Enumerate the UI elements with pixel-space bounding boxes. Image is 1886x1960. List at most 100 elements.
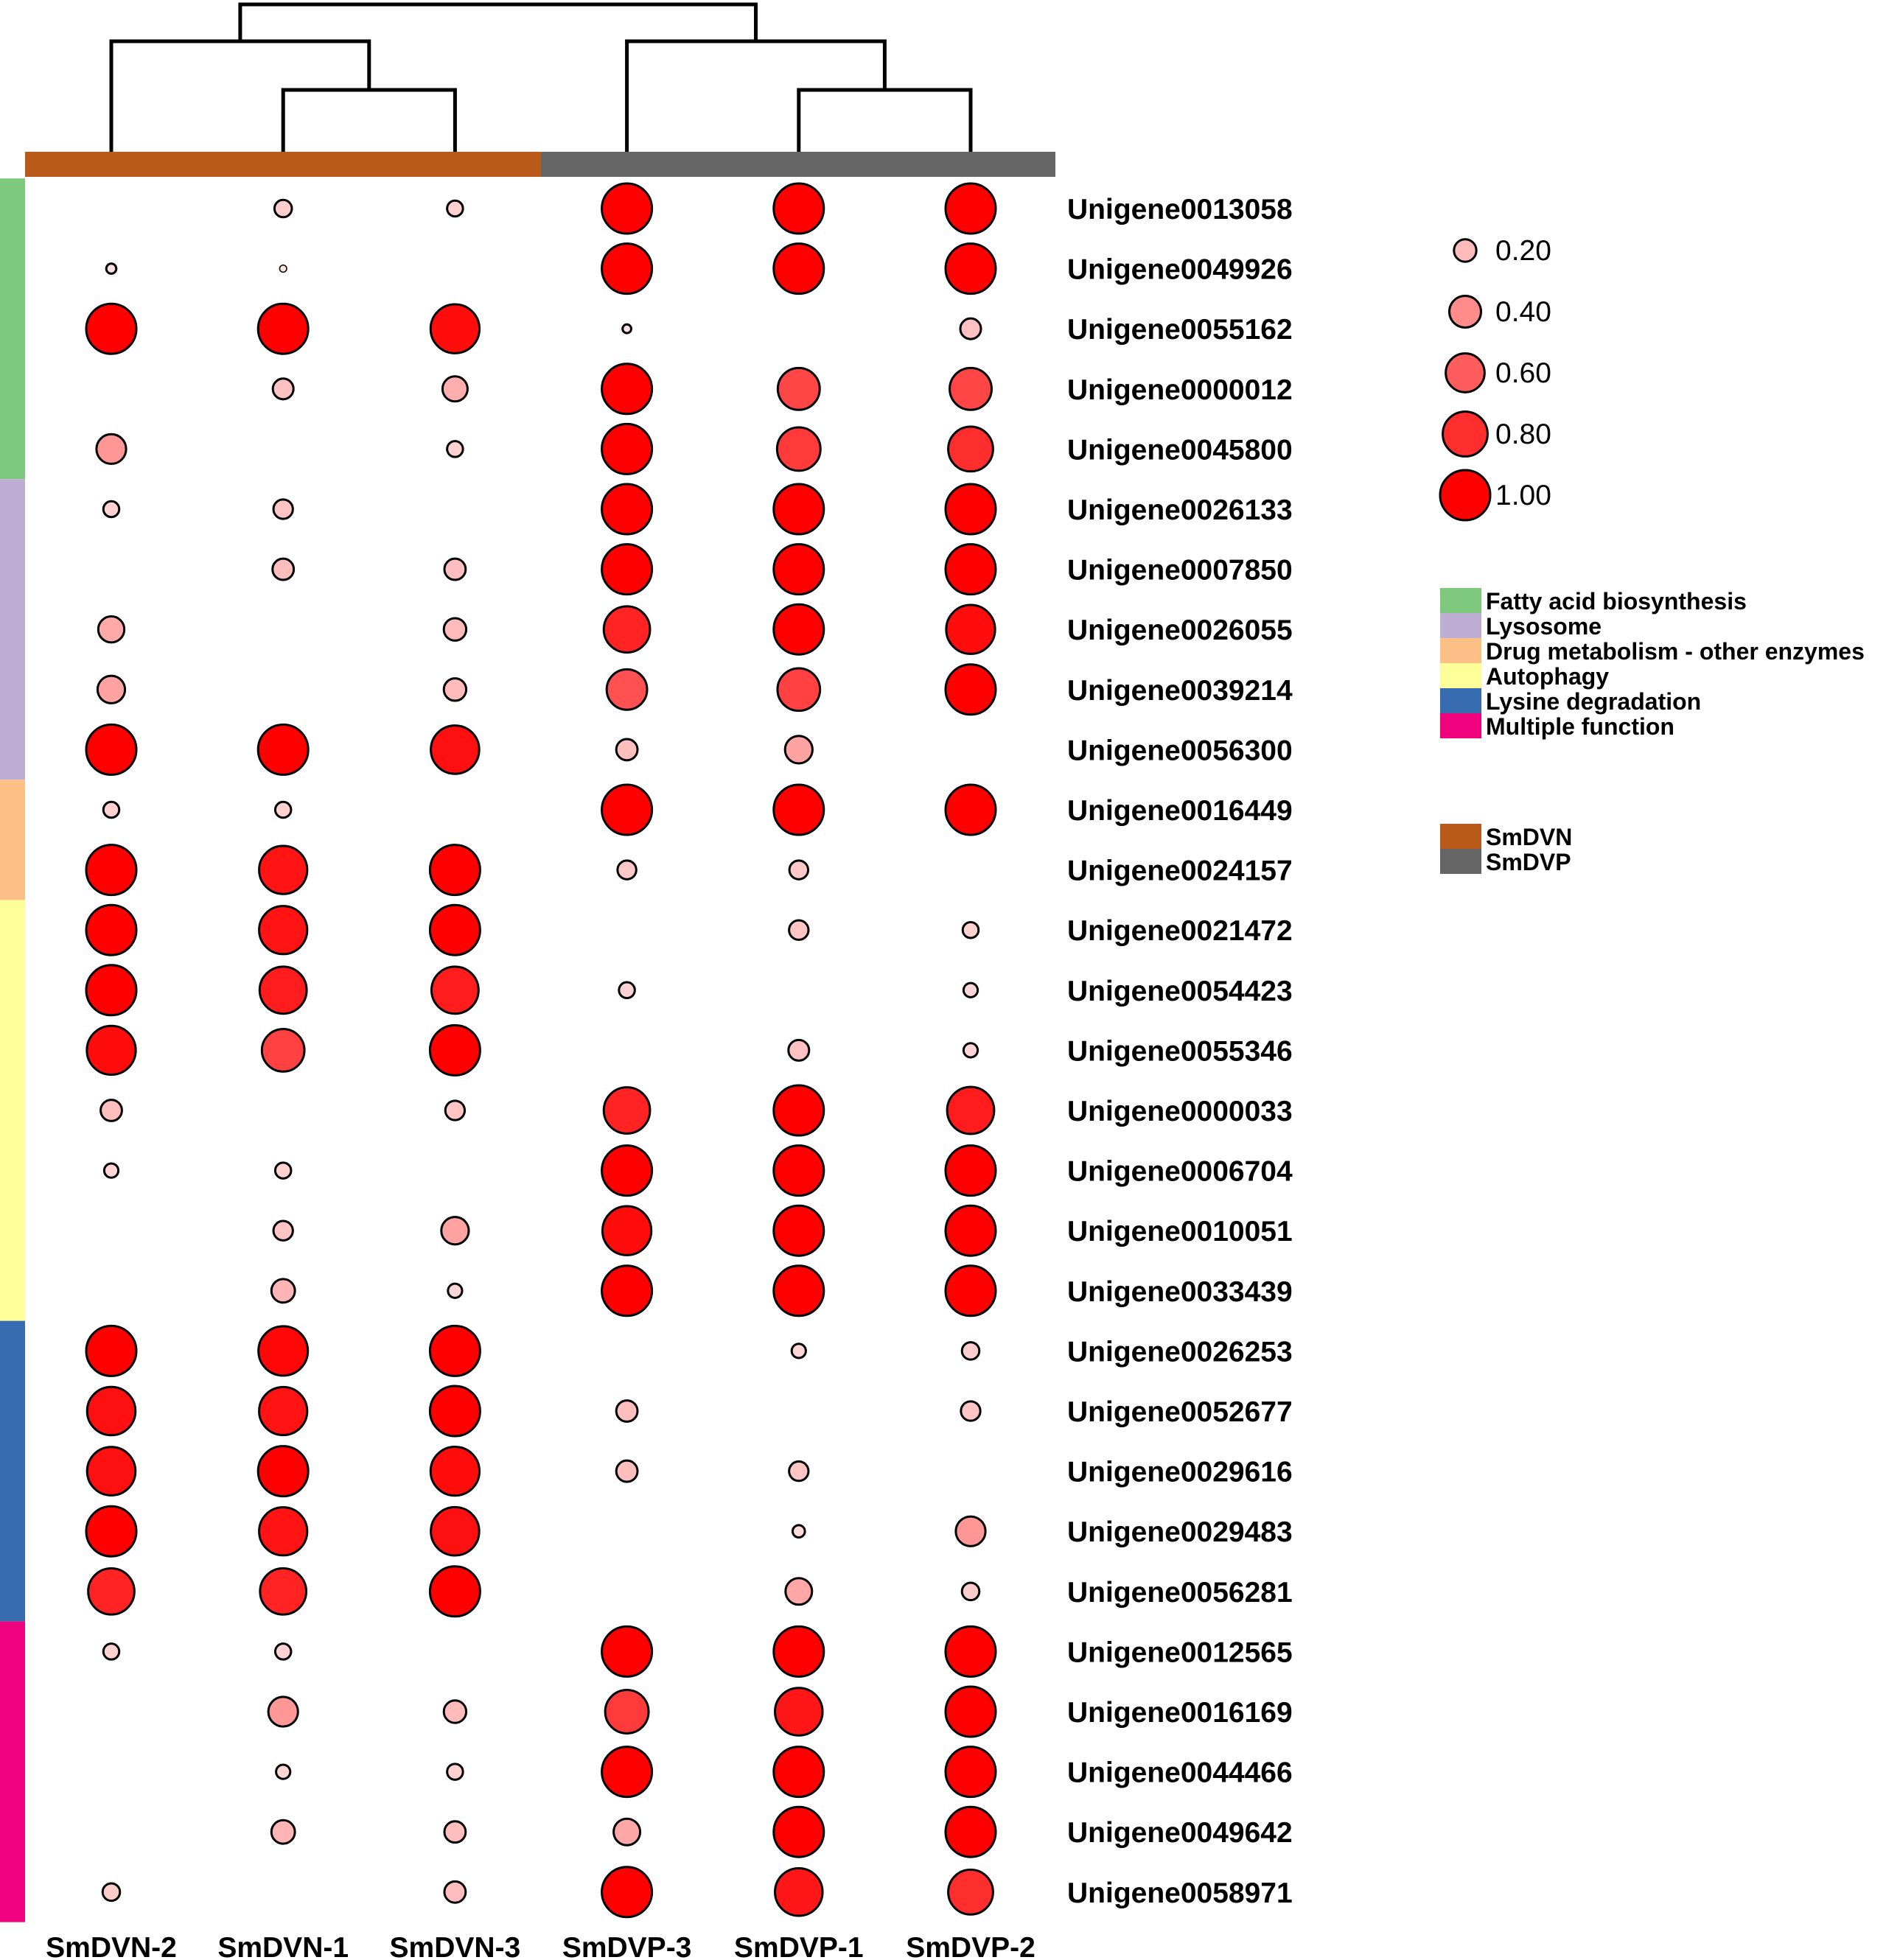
row-label: Unigene0055346 bbox=[1067, 1035, 1293, 1067]
bubble bbox=[615, 738, 639, 762]
bubble bbox=[774, 1867, 824, 1917]
bubble bbox=[944, 1264, 997, 1317]
row-label: Unigene0054423 bbox=[1067, 976, 1293, 1007]
column-group-label: SmDVN bbox=[1486, 824, 1572, 850]
bubble bbox=[962, 1042, 979, 1059]
column-group-swatch bbox=[1440, 824, 1481, 849]
bubble bbox=[273, 1161, 293, 1180]
bubble bbox=[442, 677, 468, 702]
bubble bbox=[428, 1565, 481, 1618]
bubble bbox=[787, 1038, 811, 1062]
row-label: Unigene0029616 bbox=[1067, 1457, 1293, 1488]
row-label: Unigene0056281 bbox=[1067, 1577, 1293, 1609]
bubble bbox=[273, 800, 293, 819]
row-label: Unigene0049926 bbox=[1067, 254, 1293, 286]
row-label: Unigene0006704 bbox=[1067, 1156, 1293, 1188]
size-legend-label: 0.60 bbox=[1495, 357, 1551, 389]
bubble bbox=[101, 1882, 122, 1903]
row-group-swatch bbox=[1440, 713, 1481, 738]
row-group-label: Lysine degradation bbox=[1486, 688, 1701, 715]
row-label: Unigene0021472 bbox=[1067, 915, 1293, 947]
row-label: Unigene0056300 bbox=[1067, 735, 1293, 766]
row-label: Unigene0049642 bbox=[1067, 1817, 1293, 1849]
row-label: Unigene0033439 bbox=[1067, 1276, 1293, 1308]
bubble bbox=[776, 366, 821, 411]
bubble bbox=[791, 1524, 806, 1539]
column-group-bars bbox=[25, 152, 1055, 177]
row-group-bar bbox=[0, 479, 25, 780]
row-label: Unigene0058971 bbox=[1067, 1877, 1293, 1909]
row-label: Unigene0013058 bbox=[1067, 194, 1293, 225]
row-group-bar bbox=[0, 1320, 25, 1622]
bubble bbox=[447, 1282, 464, 1299]
bubble bbox=[430, 1505, 481, 1557]
size-legend-bubble bbox=[1453, 238, 1478, 263]
bubble bbox=[601, 543, 654, 596]
bubble bbox=[85, 1385, 137, 1437]
row-group-label: Multiple function bbox=[1486, 713, 1674, 740]
bubble bbox=[85, 903, 138, 956]
row-label: Unigene0055162 bbox=[1067, 314, 1293, 346]
row-group-bar bbox=[0, 1621, 25, 1922]
row-labels: Unigene0013058Unigene0049926Unigene00551… bbox=[1067, 194, 1293, 1909]
bubble bbox=[85, 302, 138, 355]
bubble bbox=[772, 603, 825, 656]
row-label: Unigene0024157 bbox=[1067, 855, 1293, 887]
bubble bbox=[783, 735, 814, 765]
row-group-swatch bbox=[1440, 638, 1481, 663]
size-legend-bubble bbox=[1445, 352, 1486, 393]
column-label: SmDVP-1 bbox=[734, 1932, 864, 1960]
row-group-bar bbox=[0, 780, 25, 900]
bubble bbox=[87, 1567, 136, 1616]
bubble bbox=[105, 262, 118, 275]
bubble bbox=[960, 1400, 982, 1422]
bubble bbox=[258, 844, 309, 895]
bubble bbox=[275, 1763, 292, 1780]
bubble bbox=[440, 1216, 470, 1246]
bubble bbox=[772, 1746, 825, 1799]
bubble bbox=[102, 800, 121, 819]
bubble bbox=[446, 199, 464, 218]
row-group-label: Lysosome bbox=[1486, 613, 1602, 640]
bubble bbox=[428, 1385, 481, 1438]
bubble bbox=[430, 724, 481, 775]
bubble bbox=[601, 1625, 654, 1678]
bubble bbox=[85, 844, 138, 897]
row-label: Unigene0016169 bbox=[1067, 1697, 1293, 1729]
bubble bbox=[97, 615, 126, 644]
bubble bbox=[272, 498, 294, 520]
row-group-swatch bbox=[1440, 613, 1481, 638]
row-label: Unigene0045800 bbox=[1067, 434, 1293, 466]
bubble bbox=[102, 1642, 121, 1661]
bubble bbox=[772, 783, 825, 836]
bubble bbox=[260, 1028, 306, 1073]
bubble bbox=[270, 1819, 296, 1845]
row-group-bar bbox=[0, 178, 25, 480]
bubble bbox=[443, 557, 467, 581]
bubble bbox=[615, 1399, 639, 1423]
bubble bbox=[944, 1625, 997, 1678]
bubble bbox=[444, 1099, 467, 1121]
size-legend-bubble bbox=[1442, 410, 1489, 458]
row-group-label: Fatty acid biosynthesis bbox=[1486, 588, 1747, 615]
bubble bbox=[772, 242, 825, 295]
bubble bbox=[85, 1324, 138, 1377]
bubble bbox=[944, 783, 997, 836]
bubble bbox=[772, 182, 825, 235]
size-legend-bubble bbox=[1447, 294, 1483, 329]
row-label: Unigene0052677 bbox=[1067, 1396, 1293, 1428]
bubble bbox=[256, 723, 310, 776]
bubble bbox=[944, 483, 997, 536]
row-label: Unigene0026133 bbox=[1067, 494, 1293, 526]
bubble bbox=[944, 1805, 997, 1858]
bubble bbox=[443, 1820, 467, 1844]
column-group-label: SmDVP bbox=[1486, 849, 1571, 875]
bubble bbox=[270, 1278, 296, 1304]
row-label: Unigene0000033 bbox=[1067, 1096, 1293, 1127]
bubble bbox=[601, 483, 654, 536]
column-label: SmDVP-2 bbox=[906, 1932, 1035, 1960]
bubble bbox=[267, 1695, 299, 1728]
bubble bbox=[99, 1099, 123, 1122]
